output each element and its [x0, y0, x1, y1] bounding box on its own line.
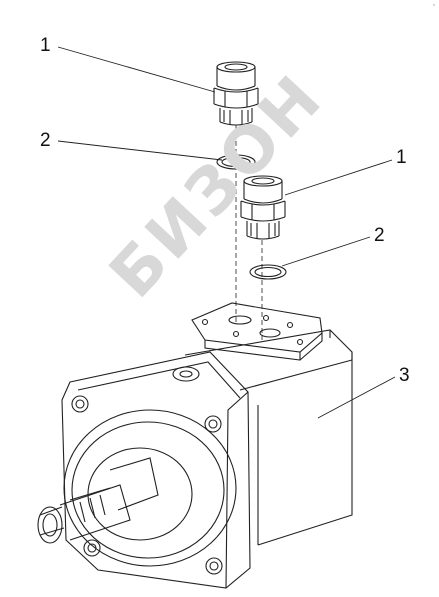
- seal-upper-part: [216, 154, 256, 170]
- callout-label-2-lower: 2: [374, 225, 385, 246]
- leader-line-2-lower: [281, 236, 371, 267]
- leader-line-3: [317, 376, 396, 419]
- leader-line-1-upper: [57, 46, 216, 93]
- corner-mark: ▫: [432, 2, 435, 9]
- seal-lower-part: [249, 264, 287, 280]
- callout-label-1-upper: 1: [40, 35, 51, 56]
- fitting-lower-part: [240, 175, 286, 240]
- callout-label-1-lower: 1: [396, 147, 407, 168]
- leader-line-2-upper: [57, 140, 223, 161]
- callout-label-3: 3: [399, 365, 410, 386]
- leader-line-1-lower: [284, 159, 393, 196]
- callout-label-2-upper: 2: [40, 130, 51, 151]
- fitting-upper-part: [213, 61, 259, 126]
- motor-part: [37, 302, 353, 589]
- leader-lines: [57, 46, 396, 419]
